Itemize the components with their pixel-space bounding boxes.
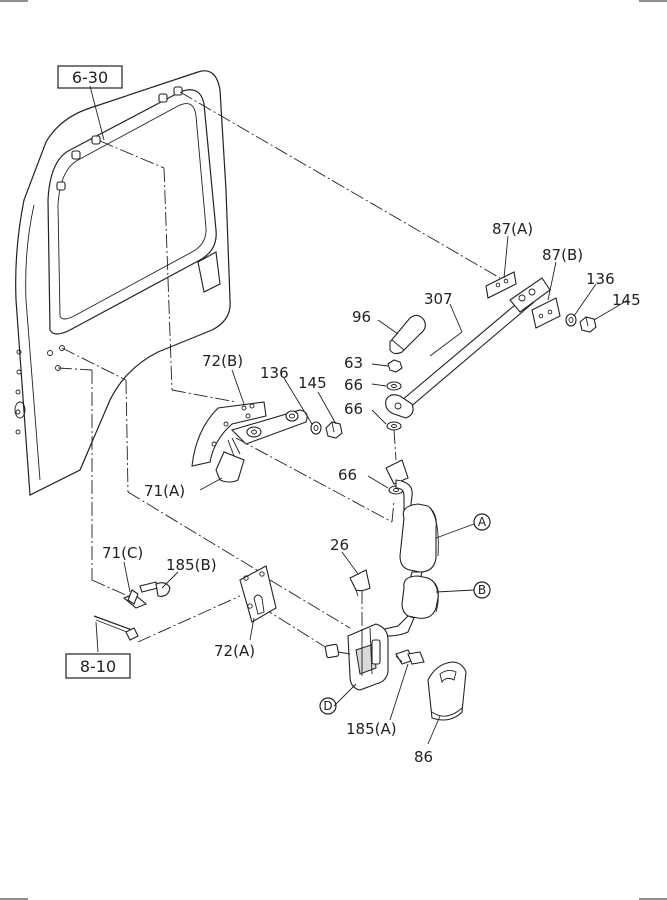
callout-66-c: 66 — [338, 466, 357, 484]
washer-136-top — [565, 313, 577, 327]
cab-door — [14, 70, 231, 496]
harness-rod — [93, 615, 139, 641]
circle-ref-a: A — [473, 513, 491, 531]
callout-66-b: 66 — [344, 400, 363, 418]
bolt-185a — [395, 649, 425, 665]
washer-136-mid — [310, 421, 322, 435]
plate-87b — [531, 297, 561, 329]
nut-145-top — [579, 316, 597, 333]
callout-72a: 72(A) — [214, 642, 255, 660]
callout-185a: 185(A) — [346, 720, 397, 738]
callout-86: 86 — [414, 748, 433, 766]
clamp-71c — [122, 589, 148, 609]
ref-8-10-label: 8-10 — [80, 657, 116, 676]
callout-307: 307 — [424, 290, 453, 308]
callout-66-a: 66 — [344, 376, 363, 394]
callout-136-mid: 136 — [260, 364, 289, 382]
bracket-72b — [191, 401, 308, 483]
callout-96: 96 — [352, 308, 371, 326]
plate-87a — [485, 271, 517, 299]
mirror-stay-307 — [385, 277, 551, 419]
ref-box-6-30: 6-30 — [57, 65, 123, 89]
circle-ref-b-label: B — [478, 583, 486, 597]
callout-145-top: 145 — [612, 291, 641, 309]
clip-26 — [349, 569, 371, 597]
circle-ref-b: B — [473, 581, 491, 599]
callout-136-top: 136 — [586, 270, 615, 288]
seal-grommets — [56, 86, 183, 191]
callout-leaders — [89, 85, 629, 745]
ref-box-8-10: 8-10 — [65, 653, 131, 679]
callout-87b: 87(B) — [542, 246, 583, 264]
ref-6-30-label: 6-30 — [72, 68, 108, 87]
bracket-72a — [239, 565, 277, 623]
circle-ref-d-label: D — [323, 699, 332, 713]
callout-26: 26 — [330, 536, 349, 554]
callout-72b: 72(B) — [202, 352, 243, 370]
callout-185b: 185(B) — [166, 556, 217, 574]
callout-63: 63 — [344, 354, 363, 372]
cover-86 — [427, 661, 467, 721]
bolt-185b — [139, 581, 171, 597]
mirror-assembly — [324, 459, 439, 691]
circle-ref-a-label: A — [478, 515, 487, 529]
callout-71c: 71(C) — [102, 544, 143, 562]
callout-71a: 71(A) — [144, 482, 185, 500]
circle-ref-d: D — [319, 697, 337, 715]
bulb-96 — [389, 314, 426, 355]
leader-lines — [57, 91, 501, 651]
nut-145-mid — [325, 421, 343, 439]
callout-87a: 87(A) — [492, 220, 533, 238]
callout-145-mid: 145 — [298, 374, 327, 392]
